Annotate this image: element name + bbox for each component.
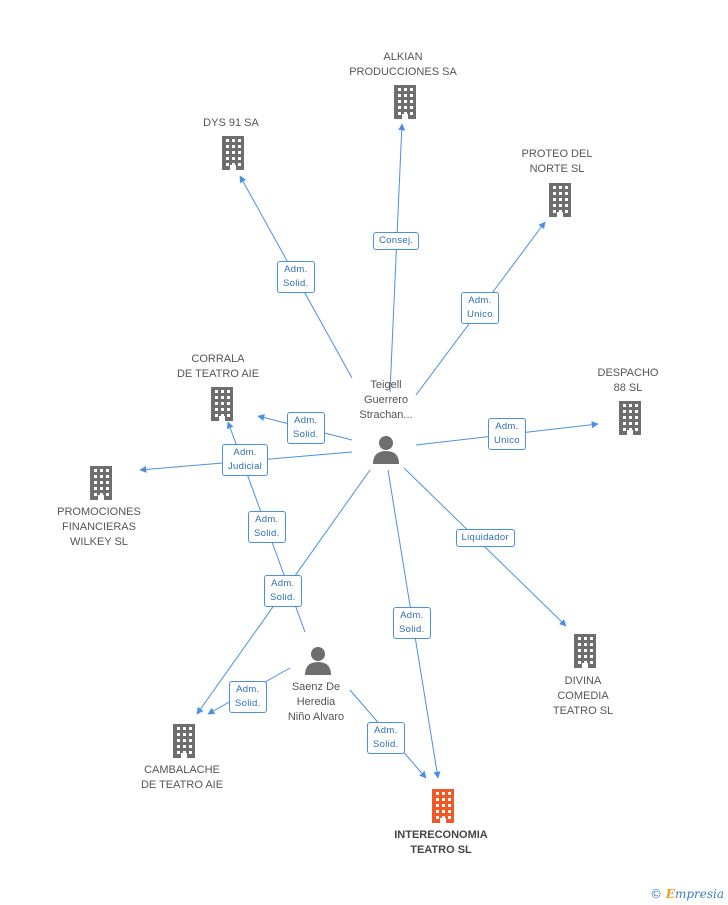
node-label-cambalache[interactable]: CAMBALACHE DE TEATRO AIE — [140, 764, 224, 791]
building-icon[interactable] — [169, 724, 199, 763]
person-icon[interactable] — [303, 645, 333, 680]
copyright-symbol: © — [649, 887, 662, 901]
building-icon[interactable] — [218, 136, 248, 175]
node-label-corrala[interactable]: CORRALA DE TEATRO AIE — [176, 353, 260, 380]
brand-initial: E — [665, 887, 675, 901]
edge-label-saenz-to-cambalache[interactable]: Adm. Solid. — [229, 681, 267, 713]
node-label-teigell[interactable]: Teigell Guerrero Strachan... — [359, 379, 413, 421]
edge-label-saenz-to-corrala[interactable]: Adm. Solid. — [248, 511, 286, 543]
edge-label-teigell-to-divina[interactable]: Liquidador — [455, 529, 515, 547]
node-label-dys91[interactable]: DYS 91 SA — [203, 117, 259, 129]
node-label-divina[interactable]: DIVINA COMEDIA TEATRO SL — [552, 675, 614, 717]
person-icon[interactable] — [371, 434, 401, 469]
node-label-saenz[interactable]: Saenz De Heredia Niño Alvaro — [287, 681, 345, 723]
edge-label-teigell-to-despacho[interactable]: Adm. Unico — [488, 418, 526, 450]
edge-label-teigell-to-dys91[interactable]: Adm. Solid. — [277, 261, 315, 293]
node-label-intereconomia[interactable]: INTERECONOMIA TEATRO SL — [394, 829, 488, 856]
edge-label-teigell-to-alkian[interactable]: Consej. — [373, 232, 420, 250]
building-icon[interactable] — [615, 401, 645, 440]
edge-teigell-to-alkian — [389, 123, 406, 393]
edge-label-teigell-to-intereconomia[interactable]: Adm. Solid. — [393, 607, 431, 639]
edge-label-teigell-to-promociones[interactable]: Adm. Judicial — [222, 444, 269, 476]
node-label-alkian[interactable]: ALKIAN PRODUCCIONES SA — [349, 51, 457, 78]
edge-label-saenz-to-intereconomia[interactable]: Adm. Solid. — [367, 722, 405, 754]
building-icon[interactable] — [545, 183, 575, 222]
building-icon[interactable] — [207, 387, 237, 426]
building-icon[interactable] — [390, 85, 420, 124]
edge-label-teigell-to-proteo[interactable]: Adm. Unico — [461, 292, 499, 324]
brand-name: mpresia — [674, 887, 724, 901]
empresia-credit: © Empresia — [650, 887, 724, 901]
edge-teigell-to-divina — [403, 467, 567, 627]
node-label-proteo[interactable]: PROTEO DEL NORTE SL — [521, 148, 593, 175]
building-icon[interactable] — [570, 634, 600, 673]
edge-label-teigell-to-corrala[interactable]: Adm. Solid. — [287, 412, 325, 444]
focus-building-icon[interactable] — [428, 789, 458, 828]
node-label-despacho[interactable]: DESPACHO 88 SL — [597, 367, 659, 394]
edge-label-teigell-to-cambalache[interactable]: Adm. Solid. — [264, 575, 302, 607]
node-label-promociones[interactable]: PROMOCIONES FINANCIERAS WILKEY SL — [57, 506, 141, 548]
building-icon[interactable] — [86, 466, 116, 505]
